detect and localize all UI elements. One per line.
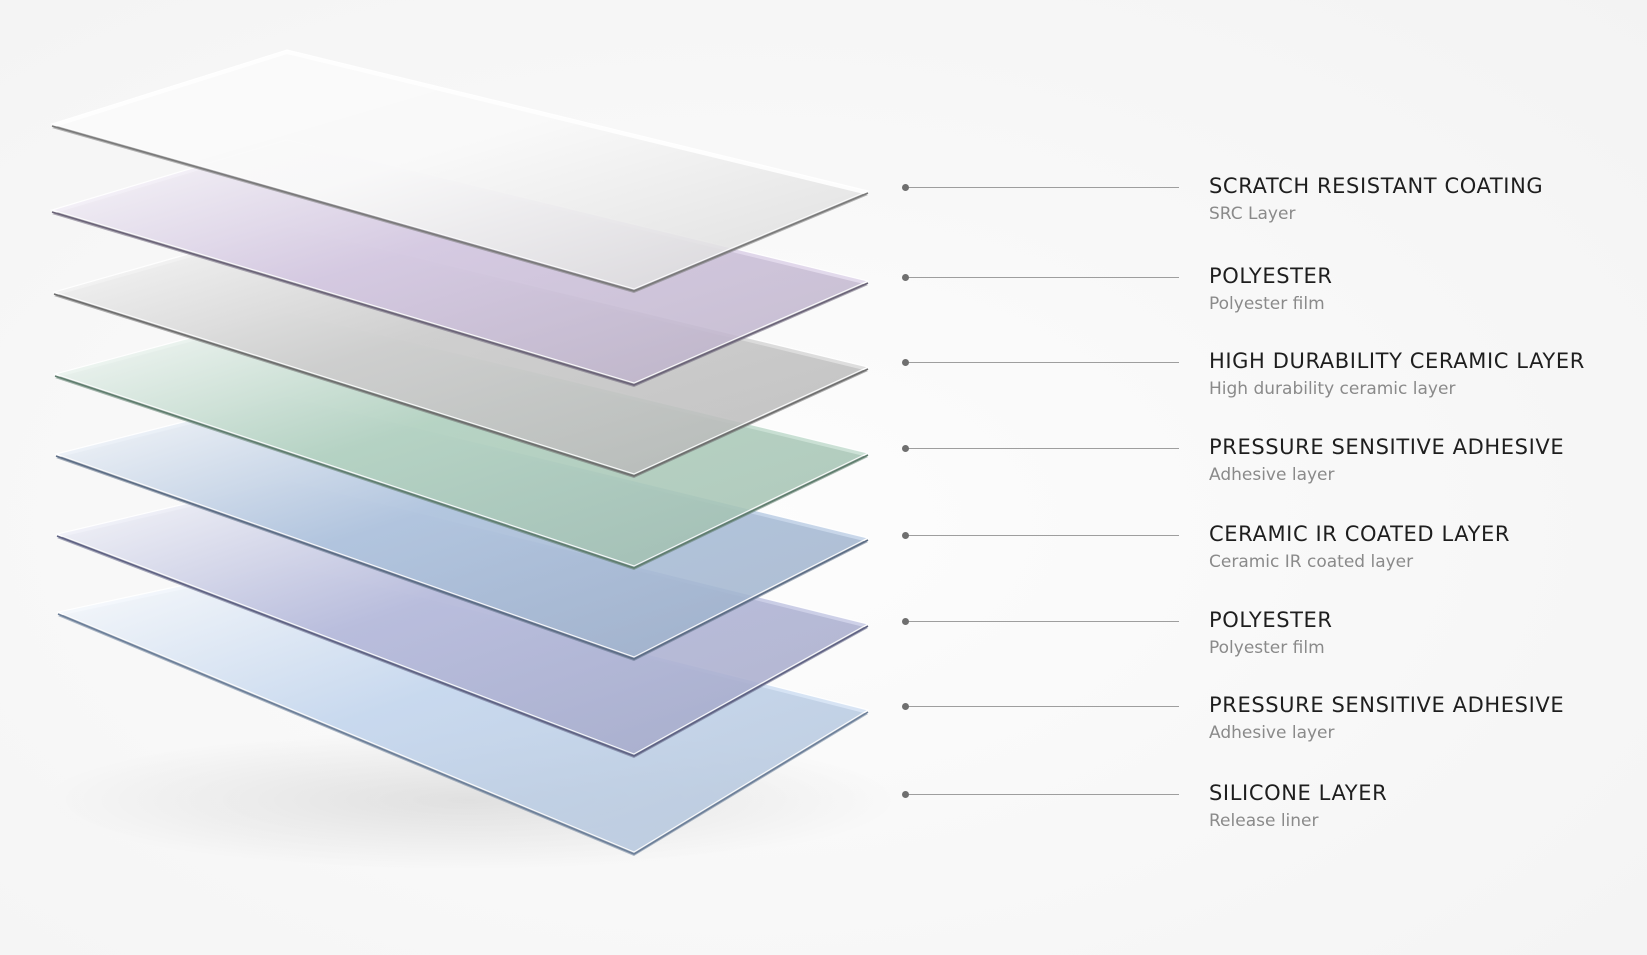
layer-title: SCRATCH RESISTANT COATING — [1209, 174, 1544, 198]
layer-sheet-3 — [51, 225, 870, 478]
layer-sheet-5 — [53, 395, 870, 661]
layer-label: HIGH DURABILITY CERAMIC LAYER High durabi… — [1209, 348, 1639, 401]
leader-line — [902, 274, 1179, 281]
layer-sheet-6 — [54, 479, 870, 758]
layer-title: PRESSURE SENSITIVE ADHESIVE — [1209, 435, 1565, 459]
leader-dot — [902, 532, 909, 539]
layer-subtitle: Adhesive layer — [1209, 723, 1335, 743]
layer-label: PRESSURE SENSITIVE ADHESIVE Adhesive laye… — [1209, 434, 1639, 487]
leader-dot — [902, 445, 909, 452]
layer-subtitle: Adhesive layer — [1209, 465, 1335, 485]
layer-title: POLYESTER — [1209, 608, 1333, 632]
layer-title: SILICONE LAYER — [1209, 781, 1388, 805]
leader-dot — [902, 274, 909, 281]
leader-line — [902, 359, 1179, 366]
layer-subtitle: Polyester film — [1209, 294, 1325, 314]
layer-label: POLYESTER Polyester film — [1209, 263, 1639, 316]
leader-line — [902, 445, 1179, 452]
layer-subtitle: Ceramic IR coated layer — [1209, 552, 1414, 572]
leader-dot — [902, 618, 909, 625]
layer-label: SILICONE LAYER Release liner — [1209, 780, 1639, 833]
layer-sheet-7 — [55, 562, 870, 856]
layer-subtitle: SRC Layer — [1209, 204, 1296, 224]
leader-dot — [902, 359, 909, 366]
layer-subtitle: Polyester film — [1209, 638, 1325, 658]
layer-sheet-face — [49, 49, 870, 290]
layer-sheet-front-edge — [56, 535, 869, 757]
layer-label: SCRATCH RESISTANT COATING SRC Layer — [1209, 173, 1639, 226]
layer-label: POLYESTER Polyester film — [1209, 607, 1639, 660]
layer-sheet-front-edge — [51, 125, 869, 292]
layer-sheet-4 — [52, 311, 870, 570]
layer-label: CERAMIC IR COATED LAYER Ceramic IR coated… — [1209, 521, 1639, 574]
layer-sheet-front-edge — [53, 293, 869, 477]
layer-subtitle: High durability ceramic layer — [1209, 379, 1456, 399]
layer-title: POLYESTER — [1209, 264, 1333, 288]
layer-label: PRESSURE SENSITIVE ADHESIVE Adhesive laye… — [1209, 692, 1639, 745]
layer-sheet-2 — [49, 139, 870, 387]
leader-dot — [902, 703, 909, 710]
layer-title: HIGH DURABILITY CERAMIC LAYER — [1209, 349, 1585, 373]
leader-dot — [902, 184, 909, 191]
leader-line — [902, 791, 1179, 798]
leader-line — [902, 184, 1179, 191]
layer-subtitle: Release liner — [1209, 811, 1319, 831]
layer-sheet-front-edge — [57, 613, 869, 855]
layer-sheet-1 — [49, 49, 870, 293]
layer-title: CERAMIC IR COATED LAYER — [1209, 522, 1511, 546]
leader-dot — [902, 791, 909, 798]
layer-title: PRESSURE SENSITIVE ADHESIVE — [1209, 693, 1565, 717]
leader-line — [902, 703, 1179, 710]
layer-sheet-front-edge — [55, 455, 869, 660]
layer-sheet-front-edge — [51, 211, 869, 386]
leader-line — [902, 618, 1179, 625]
layer-sheet-front-edge — [54, 375, 869, 569]
leader-line — [902, 532, 1179, 539]
